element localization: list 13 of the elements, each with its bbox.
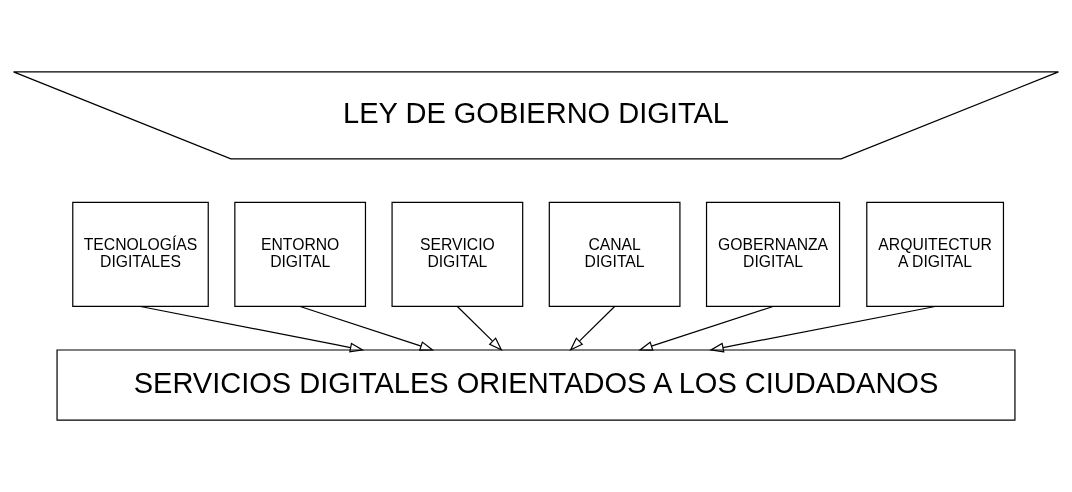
node-box: CANAL DIGITAL	[548, 201, 681, 308]
node-box: TECNOLOGÍAS DIGITALES	[72, 201, 209, 308]
node-box: ENTORNO DIGITAL	[234, 201, 367, 308]
arrow	[569, 305, 616, 351]
arrow	[456, 305, 503, 351]
node-box: GOBERNANZA DIGITAL	[705, 201, 841, 308]
arrow	[638, 305, 774, 351]
node-box: SERVICIO DIGITAL	[391, 201, 524, 308]
arrow	[139, 305, 365, 353]
arrow	[299, 305, 435, 351]
node-box: SERVICIOS DIGITALES ORIENTADOS A LOS CIUDADANOS	[56, 349, 1016, 421]
node-box: ARQUITECTUR A DIGITAL	[866, 201, 1005, 308]
arrow	[709, 305, 936, 353]
